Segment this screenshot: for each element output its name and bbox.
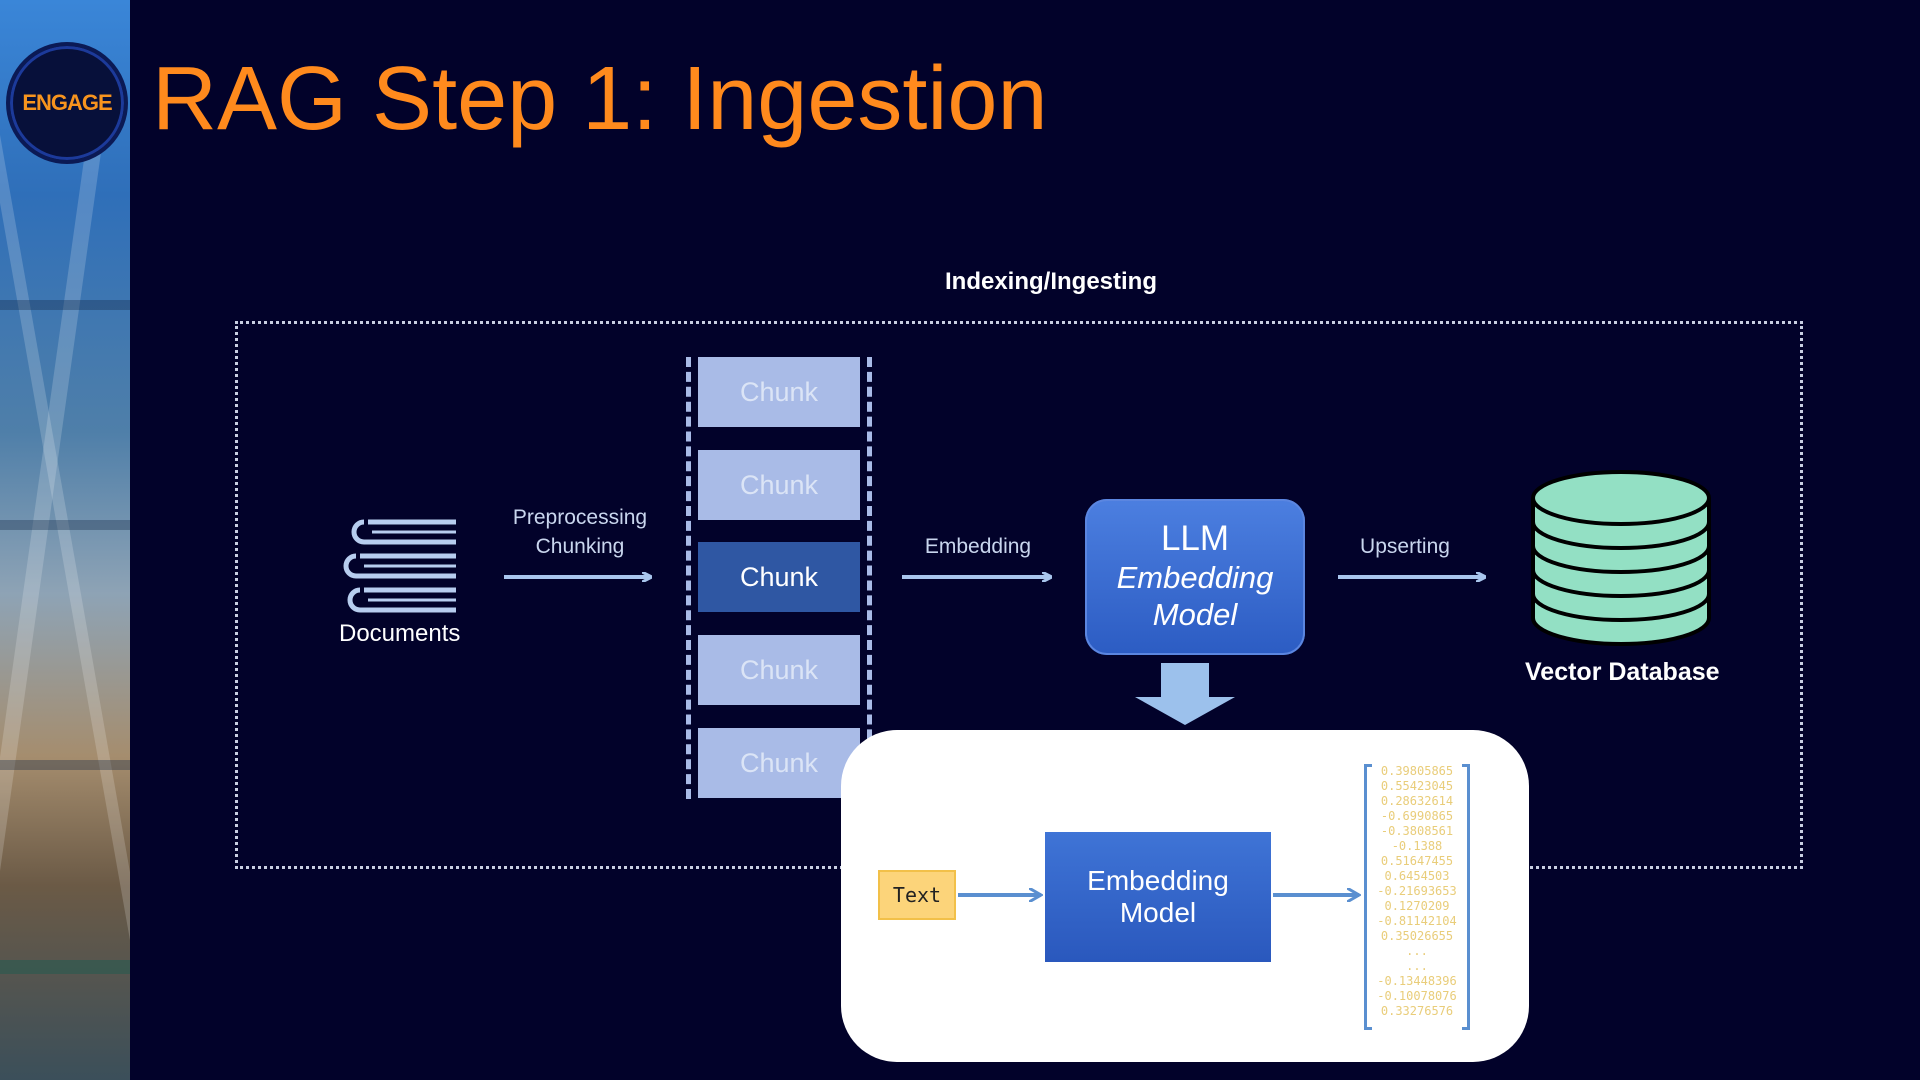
vector-value: 0.39805865 [1380,764,1454,778]
preprocessing-text: Preprocessing [512,506,648,529]
embedding-model-box: Embedding Model [1045,832,1271,962]
vector-value: 0.28632614 [1380,794,1454,808]
documents-label: Documents [339,620,461,647]
embedding-model-line1: Embedding [1087,865,1229,896]
vector-value: ... [1406,944,1428,958]
vector-value: -0.13448396 [1377,974,1457,988]
vector-database-label: Vector Database [1525,658,1720,686]
vector-value: 0.55423045 [1380,779,1454,793]
vector-value: 0.1270209 [1384,899,1450,913]
chunk-item: Chunk [698,728,860,798]
embedding-edge-label: Embedding [924,535,1032,558]
documents-icon [343,519,456,613]
chunk-item-active: Chunk [698,542,860,612]
vector-value: -0.81142104 [1377,914,1457,928]
chunk-item: Chunk [698,635,860,705]
engage-logo: ENGAGE [6,42,128,164]
down-arrow [1135,663,1235,725]
building-beam [0,300,130,310]
building-beam [0,960,130,974]
vector-value: ... [1406,959,1428,973]
vector-value: 0.35026655 [1380,929,1454,943]
vector-value: 0.6454503 [1384,869,1450,883]
vector-value: -0.21693653 [1377,884,1457,898]
vector-value: -0.6990865 [1380,809,1454,823]
preprocessing-label: Preprocessing Chunking [500,503,660,561]
vector-value: -0.10078076 [1377,989,1457,1003]
embedding-text: Embedding [1116,560,1274,595]
building-beam [0,520,130,530]
chunk-column [686,357,872,799]
logo-text: ENGAGE [22,90,112,115]
text-chip: Text [878,870,956,920]
chunking-text: Chunking [535,535,625,558]
model-text: Model [1152,597,1238,632]
vector-database-icon [1531,470,1711,646]
detail-arrows [958,730,1529,1062]
upserting-label: Upserting [1360,535,1450,558]
chunk-item: Chunk [698,357,860,427]
llm-embedding-model-box: LLM Embedding Model [1085,499,1305,655]
vector-value: 0.33276576 [1380,1004,1454,1018]
building-beam [0,760,130,770]
section-label: Indexing/Ingesting [945,268,1158,295]
vector-value: 0.51647455 [1380,854,1454,868]
chunk-item: Chunk [698,450,860,520]
vector-value: -0.3808561 [1380,824,1454,838]
llm-text: LLM [1160,519,1230,558]
slide-title: RAG Step 1: Ingestion [152,49,1048,149]
sidebar-decoration: ENGAGE [0,0,130,1080]
vector-value: -0.1388 [1391,839,1443,853]
embedding-model-line2: Model [1119,897,1197,928]
